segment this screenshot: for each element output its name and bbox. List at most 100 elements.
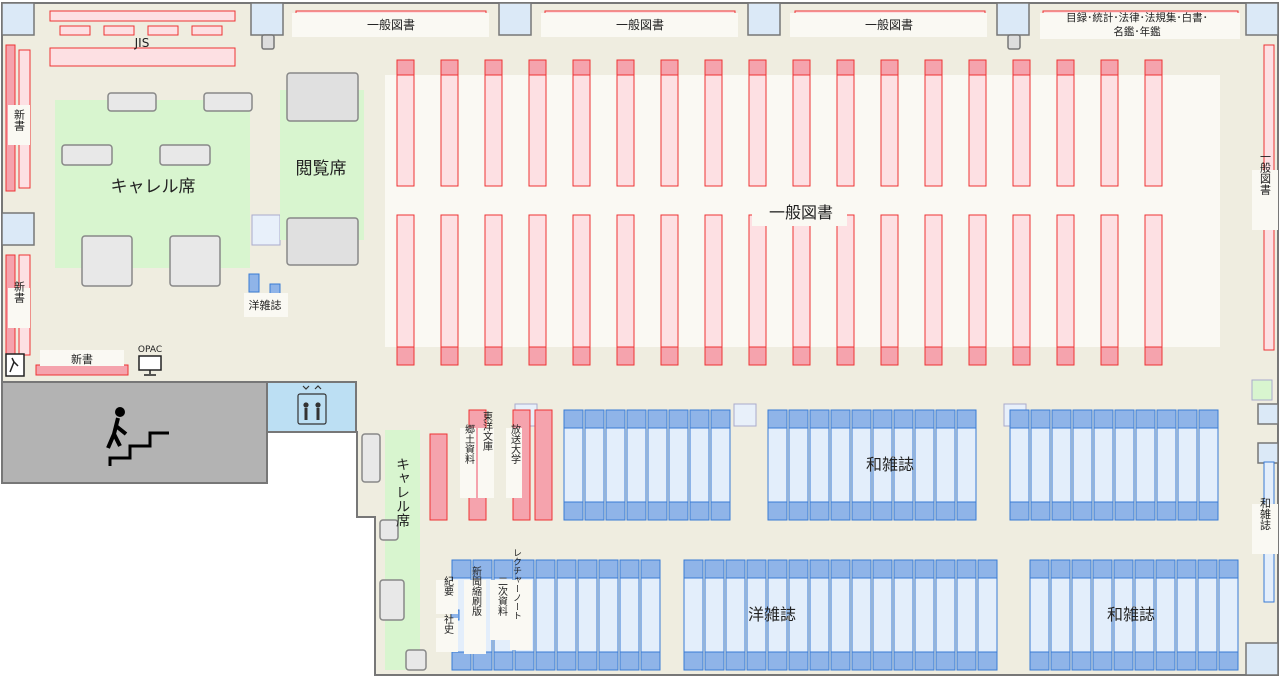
magazine-shelf-end: [704, 651, 725, 671]
magazine-shelf-end: [563, 501, 584, 521]
magazine-shelf-end: [1009, 501, 1030, 521]
magazine-shelf-end: [872, 559, 893, 579]
general-shelf-end: [836, 59, 855, 76]
foreign-magazine-small-label: 洋雑誌: [249, 298, 282, 312]
magazine-shelf-end: [577, 559, 598, 579]
general-shelf: [1144, 59, 1163, 187]
general-shelf: [792, 214, 811, 366]
general-shelf: [484, 59, 503, 187]
general-shelf: [660, 59, 679, 187]
foreign-magazine-small-shelves: [248, 273, 281, 295]
magazine-shelf-end: [451, 651, 472, 671]
magazine-shelf-end: [830, 409, 851, 429]
general-shelf-end: [1144, 346, 1163, 366]
magazine-shelf-end: [1093, 409, 1114, 429]
magazine-shelf-end: [689, 501, 710, 521]
general-shelf: [572, 214, 591, 366]
magazine-shelf-end: [563, 409, 584, 429]
opac-terminal-icon[interactable]: [138, 355, 162, 376]
general-shelf-end: [924, 59, 943, 76]
magazine-shelf-end: [767, 501, 788, 521]
general-shelf: [1056, 59, 1075, 187]
magazine-shelf-end: [1134, 651, 1155, 671]
magazine-shelf-end: [1113, 651, 1134, 671]
general-shelf-end: [484, 59, 503, 76]
kiyo-label-bg: [436, 580, 458, 614]
magazine-shelf-end: [914, 501, 935, 521]
general-shelf: [880, 214, 899, 366]
general-shelf: [924, 59, 943, 187]
magazine-shelf-end: [977, 559, 998, 579]
right-general-label-bg: [1252, 170, 1278, 230]
general-shelf: [792, 59, 811, 187]
magazine-shelf-end: [577, 651, 598, 671]
general-books-label-top-2: 一般図書: [616, 17, 664, 32]
magazine-shelf-end: [556, 559, 577, 579]
magazine-shelf-end: [640, 559, 661, 579]
magazine-shelf-end: [683, 651, 704, 671]
general-shelf: [1100, 214, 1119, 366]
general-books-label-top-3: 一般図書: [865, 17, 913, 32]
magazine-shelf-end: [598, 651, 619, 671]
general-shelf-end: [396, 346, 415, 366]
magazine-shelf-end: [689, 409, 710, 429]
general-shelf-end: [660, 59, 679, 76]
shinbun-label: 新聞縮刷版: [470, 565, 482, 617]
magazine-shelf-end: [1177, 409, 1198, 429]
magazine-shelf-end: [1071, 559, 1092, 579]
magazine-shelf-end: [1030, 501, 1051, 521]
carrel-vertical-label: キャレル席: [394, 457, 410, 527]
magazine-shelf-end: [626, 409, 647, 429]
general-shelf-end: [968, 346, 987, 366]
magazine-shelf-end: [584, 501, 605, 521]
stairs-icon[interactable]: [106, 407, 169, 466]
magazine-shelf-end: [1113, 559, 1134, 579]
jp-magazine-label-right: 和雑誌: [1259, 497, 1272, 530]
magazine-shelf-end: [605, 501, 626, 521]
general-shelf-end: [704, 59, 723, 76]
magazine-shelf-end: [683, 559, 704, 579]
general-shelf-end: [616, 59, 635, 76]
general-shelf-end: [836, 346, 855, 366]
magazine-shelf-end: [668, 409, 689, 429]
magazine-shelf-end: [1155, 559, 1176, 579]
general-shelf-end: [792, 59, 811, 76]
jp-magazine-label-bottom: 和雑誌: [1107, 605, 1155, 624]
general-shelf-end: [440, 59, 459, 76]
hoso-label-bg: [506, 428, 522, 498]
magazine-shelf-end: [1072, 409, 1093, 429]
general-shelf-end: [528, 346, 547, 366]
magazine-shelf-end: [788, 651, 809, 671]
general-books-label-top-1: 一般図書: [367, 17, 415, 32]
magazine-shelf-end: [746, 559, 767, 579]
foreign-magazine-label-bottom: 洋雑誌: [748, 605, 796, 624]
magazine-shelf-end: [1092, 559, 1113, 579]
general-shelf: [572, 59, 591, 187]
elevator-icon: [297, 385, 327, 425]
general-shelf-end: [1056, 346, 1075, 366]
magazine-shelf-end: [935, 559, 956, 579]
magazine-shelf-end: [1029, 651, 1050, 671]
magazine-shelf-end: [872, 651, 893, 671]
shinbun-label-bg: [464, 580, 486, 654]
magazine-shelf-end: [1135, 409, 1156, 429]
general-shelf: [1056, 214, 1075, 366]
magazine-shelf-end: [710, 501, 731, 521]
general-shelf: [1144, 214, 1163, 366]
shinsho-label-bg-bottom: [40, 350, 124, 366]
general-shelf: [440, 59, 459, 187]
magazine-shelf-end: [1198, 409, 1219, 429]
magazine-shelf-end: [514, 559, 535, 579]
magazine-shelf-end: [956, 409, 977, 429]
magazine-shelf-end: [767, 409, 788, 429]
general-shelf-end: [1100, 59, 1119, 76]
general-shelf-end: [1012, 59, 1031, 76]
general-shelf: [528, 214, 547, 366]
magazine-shelf-end: [626, 501, 647, 521]
reading-tables: [286, 72, 359, 266]
magazine-shelf-end: [914, 559, 935, 579]
carrel-vertical-zone: [385, 430, 420, 670]
magazine-shelf-end: [788, 559, 809, 579]
